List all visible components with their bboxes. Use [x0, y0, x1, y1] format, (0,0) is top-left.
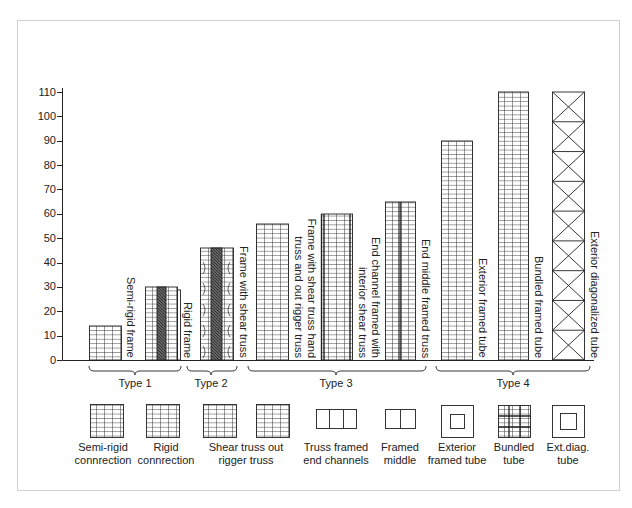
axis-value: 30 — [44, 280, 56, 293]
building-edge — [178, 290, 181, 360]
axis-tick — [57, 165, 63, 166]
axis-tick — [57, 189, 63, 190]
axis-value: 80 — [44, 159, 56, 172]
type-label: Type 2 — [194, 377, 227, 390]
system-label: End channel framed with interior shear t… — [356, 223, 382, 358]
diagonal-bracing — [553, 92, 585, 360]
plan-label: Ext.diag. tube — [543, 441, 593, 467]
axis-value: 10 — [44, 329, 56, 342]
building-1 — [90, 326, 122, 360]
building-5 — [322, 214, 353, 360]
type-label: Type 3 — [319, 377, 352, 390]
system-label: Bundled framed tube — [532, 256, 545, 358]
type-label: Type 1 — [118, 377, 151, 390]
plan-label: Truss framed end channels — [299, 441, 374, 467]
axis-tick — [57, 263, 63, 264]
building-8 — [499, 92, 529, 360]
building-3 — [201, 248, 234, 360]
axis-value: 0 — [50, 354, 56, 367]
brace-arc — [203, 262, 230, 358]
axis-tick — [57, 287, 63, 288]
system-label: Exterior framed tube — [476, 258, 489, 358]
axis-value: 110 — [38, 86, 56, 99]
building-7 — [442, 141, 473, 360]
plan-label: Semi-rigid connrection — [72, 441, 134, 467]
plan-label: Shear truss out rigger truss — [204, 441, 289, 467]
axis-tick — [57, 238, 63, 239]
building-core — [211, 248, 222, 360]
plan-label: Framed middle — [375, 441, 425, 467]
plan-label: Rigid connrection — [135, 441, 197, 467]
axis-value: 70 — [44, 183, 56, 196]
system-label: Frame with shear truss hand truss and ou… — [292, 213, 318, 358]
plan-icons — [91, 405, 585, 438]
system-label: Exterior diagonalized tube — [588, 231, 601, 358]
building-9 — [553, 92, 585, 360]
axis-tick — [57, 141, 63, 142]
system-label: Semi-rigid frame — [124, 277, 137, 358]
frame — [18, 21, 620, 491]
axis — [57, 88, 594, 361]
building-2 — [146, 287, 178, 360]
buildings — [90, 92, 585, 360]
axis-value: 60 — [44, 207, 56, 220]
axis-value: 90 — [44, 134, 56, 147]
axis-tick — [57, 214, 63, 215]
axis-value: 50 — [44, 232, 56, 245]
type-brackets — [89, 366, 590, 375]
axis-tick — [57, 116, 63, 117]
plan-label: Bundled tube — [489, 441, 539, 467]
axis-tick — [57, 360, 63, 361]
building-4 — [257, 224, 289, 360]
building-6 — [386, 202, 416, 360]
axis-value: 100 — [38, 110, 56, 123]
system-label: End middle framed truss — [419, 239, 432, 358]
system-label: Rigid frame — [181, 302, 194, 358]
axis-value: 40 — [44, 256, 56, 269]
axis-value: 20 — [44, 305, 56, 318]
type-label: Type 4 — [496, 377, 529, 390]
building-core — [157, 287, 166, 360]
axis-tick — [57, 336, 63, 337]
axis-tick — [57, 92, 63, 93]
axis-tick — [57, 311, 63, 312]
plan-label: Exterior framed tube — [426, 441, 488, 467]
system-label: Frame with shear truss — [237, 246, 250, 358]
